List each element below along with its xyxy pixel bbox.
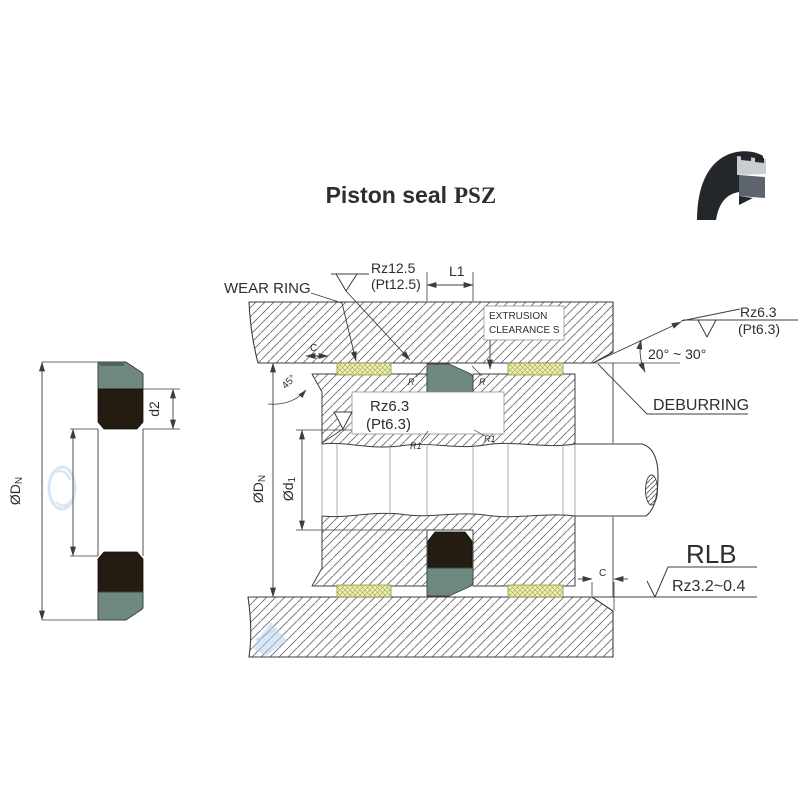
title-text: Piston seal (326, 182, 447, 208)
entry-finish-alt: (Pt6.3) (738, 321, 780, 337)
seal-cap-top (426, 363, 474, 395)
wear-ring-top-right (507, 362, 564, 376)
deburring-note: DEBURRING (597, 363, 749, 415)
dim-c-top-label: C (310, 343, 317, 354)
piston-body-bottom (311, 512, 576, 587)
dim-l1-label: L1 (449, 263, 465, 279)
wear-ring-top-left (336, 362, 392, 376)
radius-r-left: R (408, 377, 415, 387)
rod-finish-note: RLB Rz3.2~0.4 (646, 539, 757, 598)
rod-break-ellipse (645, 474, 658, 506)
piston-rod (575, 443, 659, 517)
elastomer-bottom (427, 531, 473, 569)
seal-cap-top-edge (98, 362, 124, 366)
watermark-left (47, 465, 77, 511)
dim-c-bottom: C (578, 568, 628, 610)
dim-groove-label: Ød1 (280, 476, 298, 501)
deburring-label: DEBURRING (653, 397, 749, 414)
wear-ring-bottom-right (507, 584, 564, 598)
dim-d2-label: d2 (146, 401, 162, 417)
seal-3d-block (739, 175, 765, 198)
watermark-bottom (252, 622, 287, 656)
groove-bottom-finish-value: Rz6.3 (370, 398, 409, 415)
entry-finish-note: Rz6.3 (Pt6.3) (592, 304, 798, 364)
main-view: WEAR RING Rz12.5 (Pt12.5) L1 EXTRUSION C… (224, 260, 798, 658)
radius-labels: R R R1 R1 (408, 365, 496, 451)
rod-silhouette-lines (321, 444, 576, 516)
chamfer-angle-label: 45° (280, 373, 298, 391)
angle-dim: 20° ~ 30° (636, 339, 706, 373)
dim-main-outer-label: ØDN (250, 475, 268, 503)
seal-3d-icon (697, 151, 766, 220)
dim-outer-diameter-label: ØDN (7, 477, 25, 505)
groove-bottom-finish-alt: (Pt6.3) (366, 416, 411, 433)
groove-finish-value: Rz12.5 (371, 260, 416, 276)
elastomer-bottom-section (97, 551, 144, 593)
title-code: PSZ (454, 183, 496, 208)
surface-finish-icon (335, 273, 358, 292)
seal-3d-shadow (739, 196, 753, 205)
seal-3d-tab (755, 157, 764, 163)
groove-finish-note: Rz12.5 (Pt12.5) (331, 260, 421, 361)
extrusion-line2: CLEARANCE S (489, 325, 560, 336)
groove-bottom-finish-note: Rz6.3 (Pt6.3) (321, 391, 505, 444)
radius-r1-right: R1 (484, 434, 496, 444)
dim-c-bottom-label: C (599, 568, 606, 579)
dim-main-outer: ØDN (250, 362, 276, 598)
seal-cap-top-section (97, 361, 144, 390)
wear-ring-label: WEAR RING (224, 280, 311, 297)
seal-cap-bottom (426, 567, 474, 597)
chamfer-angle-note: 45° (267, 373, 307, 405)
seal-cap-bottom-section (97, 591, 144, 621)
extrusion-line1: EXTRUSION (489, 311, 547, 322)
wear-ring-leader (310, 292, 357, 362)
groove-finish-alt: (Pt12.5) (371, 276, 421, 292)
wear-ring-bottom-left (336, 584, 392, 598)
dim-c-top: C (305, 343, 329, 359)
dim-l1: L1 (426, 263, 474, 301)
left-view: ØDN d2 (7, 361, 180, 621)
rod-finish-value: Rz3.2~0.4 (672, 578, 745, 595)
angle-label: 20° ~ 30° (648, 346, 706, 362)
surface-finish-icon (646, 566, 757, 598)
cylinder-wall-bottom (247, 596, 614, 658)
rlb-label: RLB (686, 539, 737, 569)
surface-finish-icon (333, 411, 353, 430)
extrusion-clearance-note: EXTRUSION CLEARANCE S (483, 305, 565, 370)
surface-finish-icon (697, 319, 717, 338)
radius-r1-left: R1 (410, 441, 422, 451)
elastomer-top-section (97, 388, 144, 430)
entry-finish-value: Rz6.3 (740, 304, 777, 320)
seal-3d-tab (741, 155, 751, 161)
radius-r-right: R (479, 377, 486, 387)
page-title: Piston seal PSZ (326, 182, 497, 208)
